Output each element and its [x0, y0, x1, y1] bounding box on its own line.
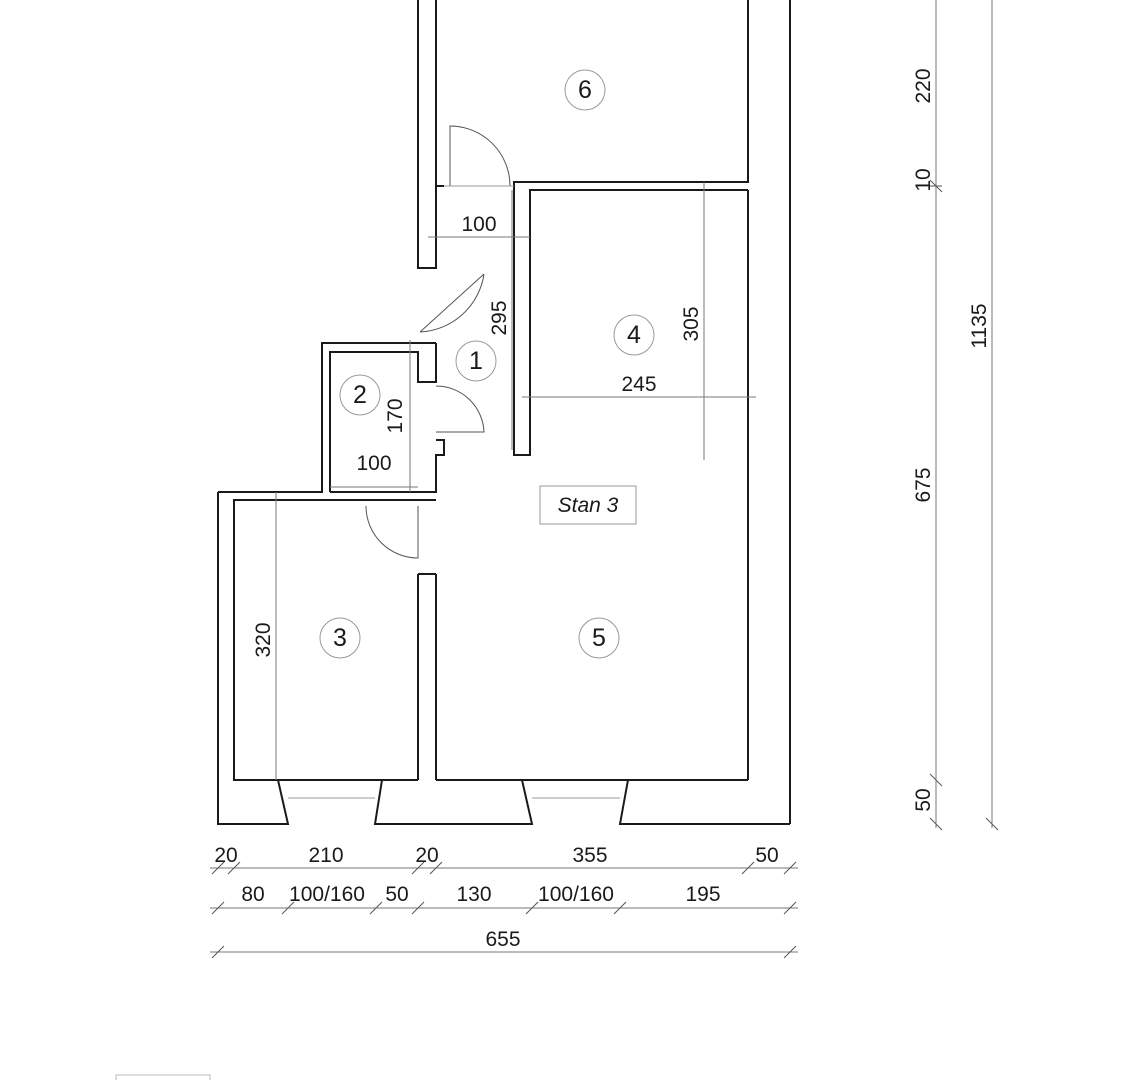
room2-bottom-wall	[330, 439, 445, 493]
dim-right-1135: 1135	[968, 303, 991, 348]
room-3-number: 3	[333, 624, 347, 652]
door-room2	[435, 385, 485, 433]
row1-tick	[411, 861, 425, 875]
door-entry	[419, 273, 485, 333]
room-4-number: 4	[627, 321, 641, 349]
row2-tick	[369, 901, 383, 915]
dim-bottom-r1-4: 355	[572, 844, 607, 867]
room-2-circle	[339, 374, 381, 416]
room-4-circle	[613, 314, 655, 356]
row2-tick	[411, 901, 425, 915]
row2-tick	[281, 901, 295, 915]
row2-tick	[525, 901, 539, 915]
dim-bottom-r2-4: 130	[456, 883, 491, 906]
right-dimensions: 220 10 675 50 1135	[912, 0, 999, 831]
doors	[288, 125, 620, 799]
bottom-row2-ticks	[211, 901, 797, 915]
row3-tick	[211, 945, 225, 959]
door-room3	[365, 505, 419, 559]
dim-bottom-r1-5: 50	[755, 844, 778, 867]
row1-tick	[227, 861, 241, 875]
row1-tick	[429, 861, 443, 875]
room2-wall	[329, 343, 437, 492]
dim-room2-width: 100	[356, 452, 391, 475]
room-5-circle	[578, 617, 620, 659]
room6-bottom-wall	[513, 0, 749, 190]
dim-hall-length: 295	[488, 300, 511, 335]
row2-tick	[783, 901, 797, 915]
room-markers: 1 2 3 4 5 6	[319, 69, 655, 659]
dim-right-10: 10	[912, 168, 935, 191]
room4-left-wall	[513, 189, 748, 456]
dim-hall-width: 100	[461, 213, 496, 236]
dim-bottom-r2-3: 50	[385, 883, 408, 906]
row1-tick	[783, 861, 797, 875]
unit-label: Stan 3	[558, 494, 619, 517]
dim-bottom-r2-5: 100/160	[538, 883, 614, 906]
room-1-number: 1	[469, 347, 483, 375]
dim-bottom-r2-6: 195	[685, 883, 720, 906]
dim-bottom-r2-2: 100/160	[289, 883, 365, 906]
dim-bottom-r1-2: 210	[308, 844, 343, 867]
right-tick	[929, 773, 943, 787]
row2-tick	[613, 901, 627, 915]
outer-wall-left	[218, 342, 436, 493]
room-2-number: 2	[353, 381, 367, 409]
bottom-row1-ticks	[211, 861, 797, 875]
room3-inner-wall	[233, 499, 418, 781]
dim-right-50: 50	[912, 788, 935, 811]
dim-room4-length: 305	[680, 306, 703, 341]
room-5-number: 5	[592, 624, 606, 652]
dim-room3-depth: 320	[252, 622, 275, 657]
row3-tick	[783, 945, 797, 959]
outer-wall-bottom	[217, 492, 790, 825]
room-6-number: 6	[578, 76, 592, 104]
room-3-circle	[319, 617, 361, 659]
dim-bottom-r1-3: 20	[415, 844, 438, 867]
corridor-left-wall	[417, 0, 444, 269]
room-6-circle	[564, 69, 606, 111]
dim-bottom-r1-1: 20	[214, 844, 237, 867]
dim-right-675: 675	[912, 467, 935, 502]
right-tick	[929, 817, 943, 831]
row1-tick	[211, 861, 225, 875]
dim-right-220: 220	[912, 68, 935, 103]
right-tick	[985, 817, 999, 831]
row1-tick	[741, 861, 755, 875]
interior-dimension-lines	[275, 182, 756, 780]
door-room6	[449, 125, 511, 187]
row2-tick	[211, 901, 225, 915]
dim-bottom-r2-1: 80	[241, 883, 264, 906]
dim-bottom-overall: 655	[485, 928, 520, 951]
dim-room4-width: 245	[621, 373, 656, 396]
room-1-circle	[455, 340, 497, 382]
dim-room2-height: 170	[384, 398, 407, 433]
unit-label-box	[539, 485, 637, 525]
page-fragment	[115, 1074, 211, 1080]
interior-dimensions: 100 295 170 100 320 305 245	[252, 213, 703, 658]
bottom-dimensions: 20 210 20 355 50 80 100/160 50 130 100/1…	[210, 844, 798, 959]
